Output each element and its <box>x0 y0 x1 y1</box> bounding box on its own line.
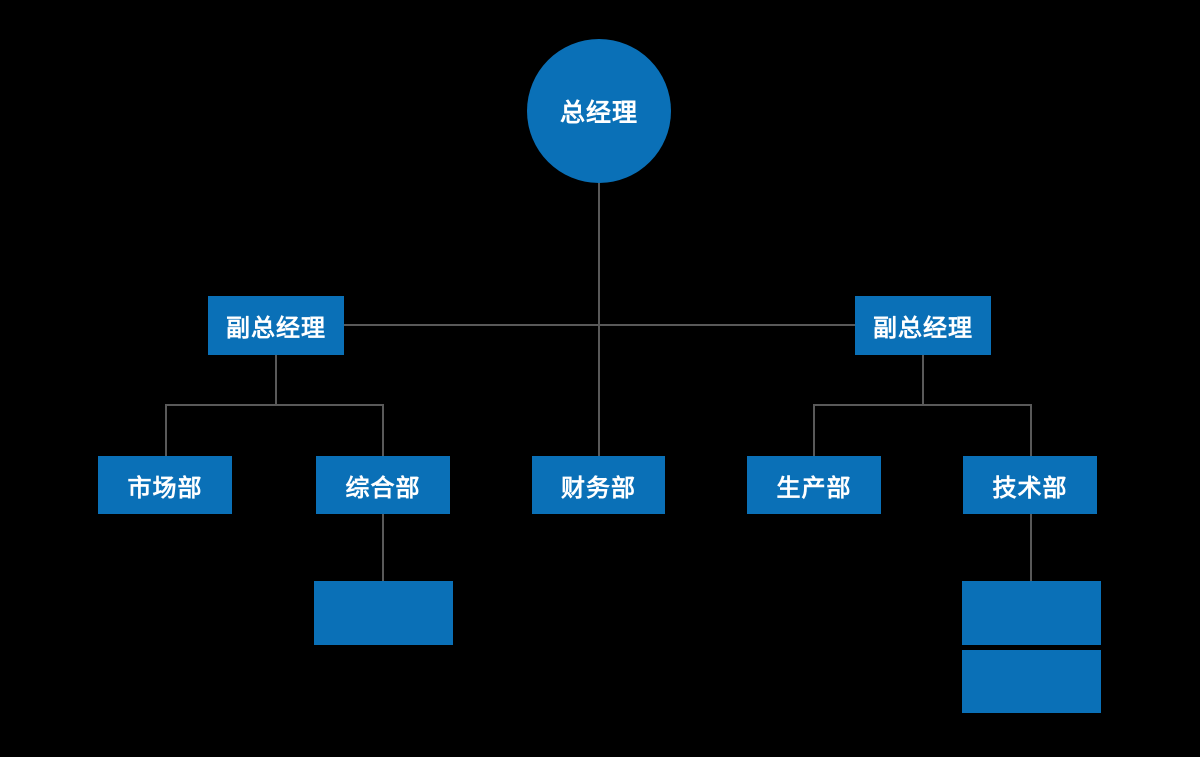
connector-right-deputy-stem <box>922 355 924 406</box>
node-placeholder-under-technology-1[interactable] <box>962 581 1101 645</box>
node-finance-dept-label: 财务部 <box>561 474 636 502</box>
node-general-affairs-dept-label: 综合部 <box>345 474 421 502</box>
node-technology-dept-label: 技术部 <box>992 474 1068 502</box>
node-production-dept[interactable]: 生产部 <box>747 456 881 514</box>
connector-drop-technology <box>1030 404 1032 456</box>
node-technology-dept[interactable]: 技术部 <box>963 456 1097 514</box>
connector-technology-child <box>1030 514 1032 581</box>
node-deputy-manager-left[interactable]: 副总经理 <box>208 296 344 355</box>
node-placeholder-under-general-affairs[interactable] <box>314 581 453 645</box>
connector-left-branch-horizontal <box>165 404 384 406</box>
node-general-manager-label: 总经理 <box>559 99 638 127</box>
connector-drop-marketing <box>165 404 167 456</box>
connector-drop-production <box>813 404 815 456</box>
node-placeholder-under-technology-2[interactable] <box>962 650 1101 713</box>
node-finance-dept[interactable]: 财务部 <box>532 456 665 514</box>
node-deputy-manager-left-label: 副总经理 <box>226 315 326 342</box>
connector-right-branch-horizontal <box>813 404 1032 406</box>
node-production-dept-label: 生产部 <box>776 474 852 502</box>
connector-left-deputy-stem <box>275 355 277 406</box>
node-deputy-manager-right[interactable]: 副总经理 <box>855 296 991 355</box>
node-general-manager[interactable]: 总经理 <box>527 39 671 183</box>
node-general-affairs-dept[interactable]: 综合部 <box>316 456 450 514</box>
connector-root-vertical <box>598 165 600 456</box>
connector-general-affairs-child <box>382 514 384 581</box>
connector-main-horizontal <box>344 324 856 326</box>
node-marketing-dept[interactable]: 市场部 <box>98 456 232 514</box>
node-deputy-manager-right-label: 副总经理 <box>873 315 973 342</box>
node-marketing-dept-label: 市场部 <box>127 474 203 502</box>
connector-drop-general-affairs <box>382 404 384 456</box>
